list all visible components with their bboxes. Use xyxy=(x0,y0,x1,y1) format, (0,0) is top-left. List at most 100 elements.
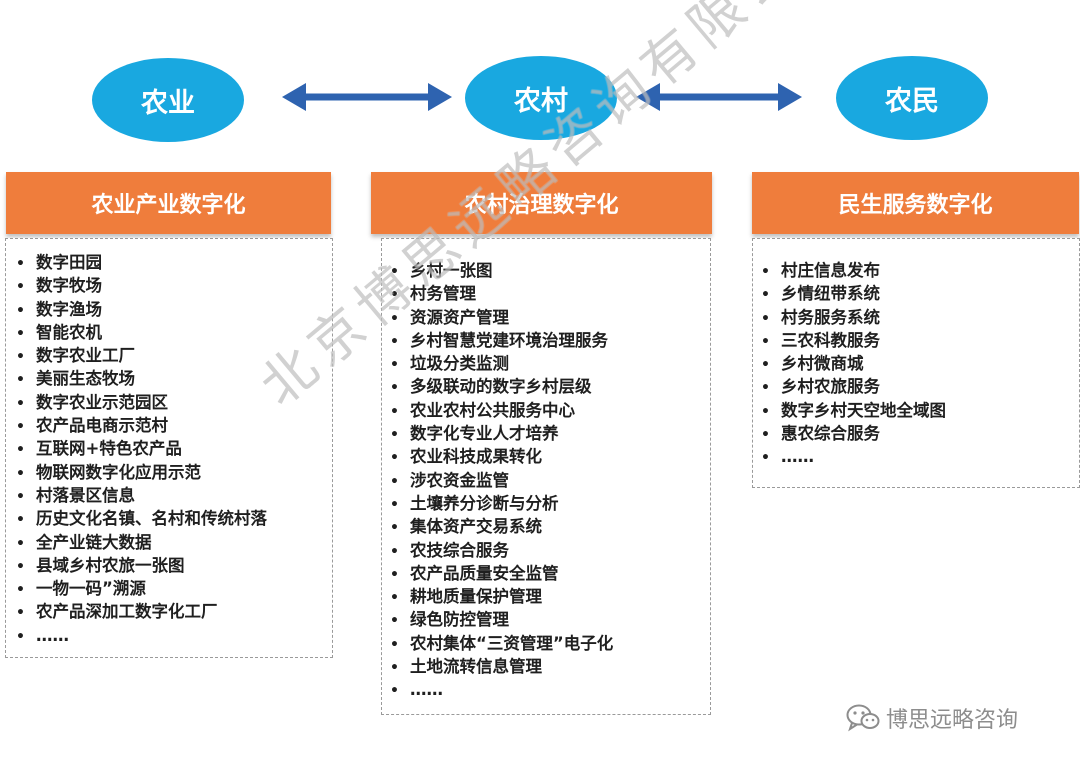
list-item: •村落景区信息 xyxy=(16,484,267,507)
ellipse-label: 农民 xyxy=(885,85,939,117)
list-item-text: 土壤养分诊断与分析 xyxy=(410,493,559,513)
list-item-text: 耕地质量保护管理 xyxy=(410,587,542,607)
double-arrow-left xyxy=(282,83,452,111)
ellipse-farmers: 农民 xyxy=(836,56,988,140)
bullet-icon: • xyxy=(761,333,770,350)
list-item-text: 县域乡村农旅一张图 xyxy=(36,555,185,575)
bullet-icon: • xyxy=(390,333,399,350)
list-item-text: 乡情纽带系统 xyxy=(781,284,880,304)
bullet-icon: • xyxy=(390,566,399,583)
list-item-text: 乡村农旅服务 xyxy=(781,377,880,397)
bullet-icon: • xyxy=(16,279,25,296)
bullet-icon: • xyxy=(761,310,770,327)
list-item: •村务服务系统 xyxy=(761,306,946,329)
list-item: • 数字农业工厂 xyxy=(16,344,267,367)
list-item-text: 历史文化名镇、名村和传统村落 xyxy=(36,509,267,529)
list-item-text: 物联网数字化应用示范 xyxy=(36,462,201,482)
bullet-icon: • xyxy=(16,558,25,575)
list-item: • 乡村农旅服务 xyxy=(761,375,946,398)
list-item-text: 数字农业工厂 xyxy=(36,346,135,366)
list-item-text: 绿色防控管理 xyxy=(410,610,509,630)
list-item: •美丽生态牧场 xyxy=(16,367,267,390)
list-item-text: …… xyxy=(781,447,814,467)
list-item: •垃圾分类监测 xyxy=(390,352,613,375)
list-item-text: 数字牧场 xyxy=(36,276,102,296)
bullet-icon: • xyxy=(390,590,399,607)
list-item: • 土地流转信息管理 xyxy=(390,655,613,678)
list-item-text: 三农科教服务 xyxy=(781,330,880,350)
list-item: •历史文化名镇、名村和传统村落 xyxy=(16,507,267,530)
bullet-icon: • xyxy=(390,613,399,630)
double-arrow-right xyxy=(636,83,802,111)
list-item: •乡村一张图 xyxy=(390,259,613,282)
list-item: • …… xyxy=(390,678,613,701)
list-item-text: 资源资产管理 xyxy=(410,307,509,327)
list-item: •农业科技成果转化 xyxy=(390,445,613,468)
bullet-icon: • xyxy=(390,403,399,420)
bullet-icon: • xyxy=(761,380,770,397)
bullet-icon: • xyxy=(390,310,399,327)
bullet-icon: • xyxy=(390,660,399,677)
list-item-text: 村庄信息发布 xyxy=(781,261,880,280)
list-item: •涉农资金监管 xyxy=(390,469,613,492)
list-item: •互联网+特色农产品 xyxy=(16,437,267,460)
list-item-text: 美丽生态牧场 xyxy=(36,369,135,389)
list-box-agriculture: •数字田园•数字牧场•数字渔场•智能农机•数字农业工厂•美丽生态牧场•数字农业示… xyxy=(5,238,333,658)
list-item-text: 农业科技成果转化 xyxy=(410,447,542,467)
list-item-text: 农技综合服务 xyxy=(410,540,509,560)
list-item: •全产业链大数据 xyxy=(16,531,267,554)
list-item: • 农产品质量安全监管 xyxy=(390,562,613,585)
list-item: •农技综合服务 xyxy=(390,539,613,562)
bullet-icon: • xyxy=(761,287,770,304)
bullet-icon: • xyxy=(16,605,25,622)
bullet-icon: • xyxy=(390,427,399,444)
bullet-icon: • xyxy=(16,628,25,645)
list-item-text: 全产业链大数据 xyxy=(36,532,152,552)
brand-footer: 博思远略咨询 xyxy=(846,702,1018,734)
bullet-icon: • xyxy=(16,349,25,366)
list-item-text: 数字乡村天空地全域图 xyxy=(781,400,946,420)
bullet-icon: • xyxy=(761,450,770,467)
list-item-text: 一物一码”溯源 xyxy=(36,579,146,599)
list-item-text: 涉农资金监管 xyxy=(410,470,509,490)
list-item: •集体资产交易系统 xyxy=(390,515,613,538)
list-item-text: 农产品电商示范村 xyxy=(36,416,168,436)
list-item: •…… xyxy=(16,624,267,647)
list-item: • 农产品深加工数字化工厂 xyxy=(16,600,267,623)
list-item: • 耕地质量保护管理 xyxy=(390,585,613,608)
list-item-text: 农业农村公共服务中心 xyxy=(410,400,575,420)
list-item-text: 智能农机 xyxy=(36,322,102,342)
list-item: •多级联动的数字乡村层级 xyxy=(390,375,613,398)
bullet-icon: • xyxy=(16,395,25,412)
list-item-text: 农产品质量安全监管 xyxy=(410,563,559,583)
list-item: •农村集体“三资管理”电子化 xyxy=(390,632,613,655)
list-item: • 三农科教服务 xyxy=(761,329,946,352)
list-item-text: …… xyxy=(410,680,443,700)
list-item: •数字农业示范园区 xyxy=(16,391,267,414)
list-item: •数字乡村天空地全域图 xyxy=(761,399,946,422)
bullet-icon: • xyxy=(16,465,25,482)
bullet-icon: • xyxy=(390,683,399,700)
list-item: • 一物一码”溯源 xyxy=(16,577,267,600)
bullet-icon: • xyxy=(16,419,25,436)
bullet-icon: • xyxy=(16,582,25,599)
list-item-text: 农产品深加工数字化工厂 xyxy=(36,602,218,622)
column-header-agriculture: 农业产业数字化 xyxy=(6,172,331,234)
list-item: • 农产品电商示范村 xyxy=(16,414,267,437)
list-item-text: 村务管理 xyxy=(410,284,476,304)
column-header-farmers: 民生服务数字化 xyxy=(752,172,1079,234)
list-item: • 农业农村公共服务中心 xyxy=(390,399,613,422)
header-label: 农村治理数字化 xyxy=(464,193,619,218)
list-item: •乡村智慧党建环境治理服务 xyxy=(390,329,613,352)
bullet-icon: • xyxy=(390,264,399,280)
list-item-text: 土地流转信息管理 xyxy=(410,657,542,677)
list-item: •乡村微商城 xyxy=(761,352,946,375)
bullet-icon: • xyxy=(16,256,25,272)
list-item-text: 村落景区信息 xyxy=(36,485,135,505)
bullet-icon: • xyxy=(16,442,25,459)
list-item: •村务管理 xyxy=(390,282,613,305)
list-item-text: 乡村微商城 xyxy=(781,354,864,374)
list-box-farmers: •村庄信息发布•乡情纽带系统•村务服务系统•三农科教服务•乡村微商城•乡村农旅服… xyxy=(752,238,1080,488)
list-item-text: 惠农综合服务 xyxy=(781,424,880,444)
list-item: • …… xyxy=(761,445,946,468)
